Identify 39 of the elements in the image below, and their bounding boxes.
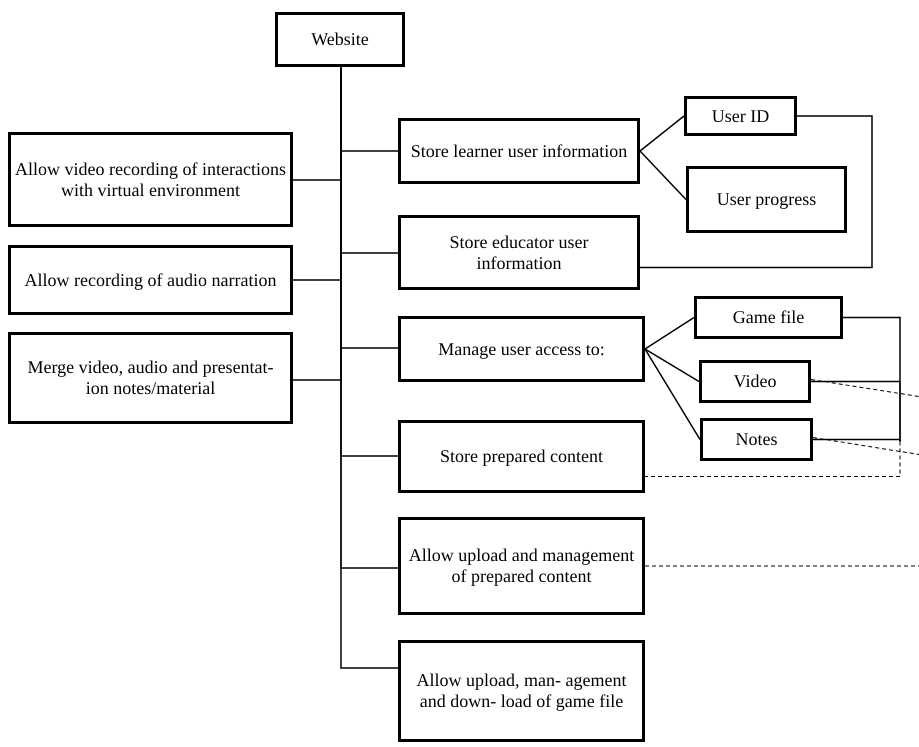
box-text: Store educator user information	[448, 232, 590, 274]
box-text: Store learner user information	[410, 140, 628, 162]
box-text: Video	[734, 371, 776, 392]
process-box	[398, 517, 645, 615]
connector-line	[644, 438, 901, 477]
connector-line	[640, 115, 873, 268]
connector-line	[810, 379, 919, 397]
connector-line	[640, 115, 684, 152]
connector-line	[644, 348, 700, 382]
process-box	[8, 132, 293, 227]
process-box	[398, 420, 645, 493]
box-text: Game file	[732, 307, 804, 328]
box-text: User progress	[716, 189, 816, 210]
box-text: Allow upload, man- agement and down- load of game file	[416, 670, 628, 712]
process-box	[398, 640, 645, 742]
box-text: Website	[311, 29, 369, 50]
process-box	[275, 12, 405, 67]
connector-line	[639, 150, 687, 200]
process-box	[398, 118, 640, 184]
process-box	[684, 96, 797, 136]
box-text: Merge video, audio and presentat- ion notes/material	[26, 357, 275, 399]
process-box	[694, 296, 843, 339]
process-box	[8, 332, 293, 424]
process-box	[398, 316, 645, 382]
process-box	[700, 418, 813, 461]
box-text: Allow upload and management of prepared content	[408, 545, 636, 587]
box-text: Manage user access to:	[438, 338, 605, 360]
box-text: Store prepared content	[440, 446, 603, 467]
connector-line	[812, 437, 919, 455]
box-text: User ID	[712, 106, 770, 126]
connector-line	[644, 348, 701, 440]
box-text: Notes	[736, 429, 778, 450]
box-text: Allow recording of audio narration	[24, 270, 276, 290]
process-box	[699, 360, 811, 403]
connector-line	[644, 316, 694, 350]
process-box	[8, 245, 293, 315]
box-text: Allow video recording of interactions with virtual environment	[15, 158, 286, 200]
process-box	[398, 215, 640, 290]
process-box	[686, 166, 847, 233]
